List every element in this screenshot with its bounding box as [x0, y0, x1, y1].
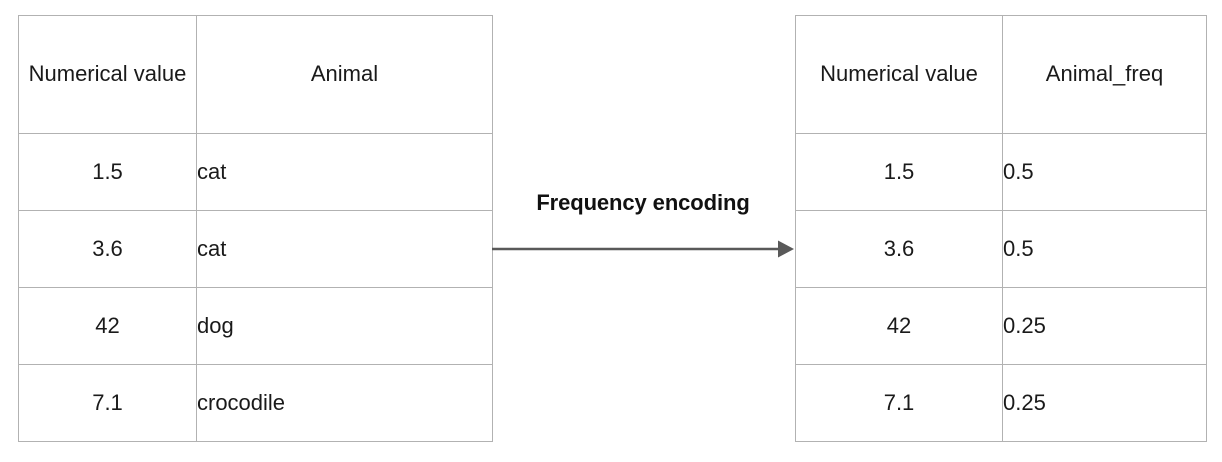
- cell-animal: dog: [196, 287, 493, 365]
- table-row: 42 0.25: [795, 287, 1207, 365]
- cell-numerical-value: 42: [795, 287, 1003, 365]
- table-row: 7.1 crocodile: [18, 364, 493, 442]
- column-header-animal: Animal: [196, 15, 493, 134]
- column-header-animal-freq: Animal_freq: [1002, 15, 1207, 134]
- encoded-table: Numerical value Animal_freq 1.5 0.5 3.6 …: [795, 15, 1207, 442]
- cell-numerical-value: 42: [18, 287, 197, 365]
- cell-numerical-value: 1.5: [18, 133, 197, 211]
- cell-numerical-value: 7.1: [18, 364, 197, 442]
- table-row: 1.5 cat: [18, 133, 493, 211]
- cell-animal-freq: 0.25: [1002, 364, 1207, 442]
- table-row: 1.5 0.5: [795, 133, 1207, 211]
- table-row: 42 dog: [18, 287, 493, 365]
- table-row: 3.6 0.5: [795, 210, 1207, 288]
- cell-animal-freq: 0.5: [1002, 210, 1207, 288]
- source-table: Numerical value Animal 1.5 cat 3.6 cat 4…: [18, 15, 493, 442]
- arrow-right-icon: [492, 240, 794, 258]
- cell-animal: cat: [196, 133, 493, 211]
- cell-numerical-value: 3.6: [795, 210, 1003, 288]
- table-header-row: Numerical value Animal: [18, 15, 493, 134]
- cell-numerical-value: 7.1: [795, 364, 1003, 442]
- transform-label: Frequency encoding: [536, 190, 750, 215]
- column-header-numerical-value: Numerical value: [795, 15, 1003, 134]
- table-header-row: Numerical value Animal_freq: [795, 15, 1207, 134]
- cell-animal-freq: 0.5: [1002, 133, 1207, 211]
- table-row: 7.1 0.25: [795, 364, 1207, 442]
- cell-animal-freq: 0.25: [1002, 287, 1207, 365]
- cell-animal: cat: [196, 210, 493, 288]
- cell-numerical-value: 1.5: [795, 133, 1003, 211]
- column-header-numerical-value: Numerical value: [18, 15, 197, 134]
- transform-group: Frequency encoding: [492, 190, 795, 260]
- cell-animal: crocodile: [196, 364, 493, 442]
- cell-numerical-value: 3.6: [18, 210, 197, 288]
- table-row: 3.6 cat: [18, 210, 493, 288]
